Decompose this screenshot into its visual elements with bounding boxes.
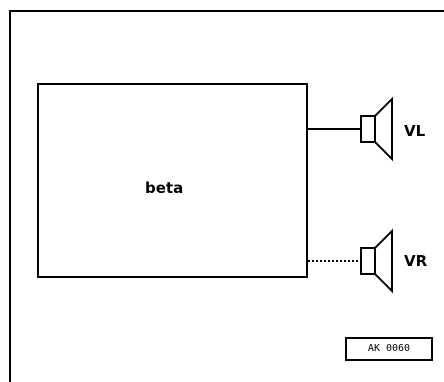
drawing-frame [9, 10, 444, 382]
speaker-left-icon [360, 96, 393, 162]
beta-block [37, 83, 308, 278]
speaker-left-label: VL [404, 122, 426, 140]
beta-block-label: beta [145, 179, 184, 197]
reference-code: AK 0060 [345, 337, 433, 361]
connection-diagram [308, 96, 393, 294]
speaker-right-label: VR [404, 252, 428, 270]
speaker-right-icon [360, 228, 393, 294]
